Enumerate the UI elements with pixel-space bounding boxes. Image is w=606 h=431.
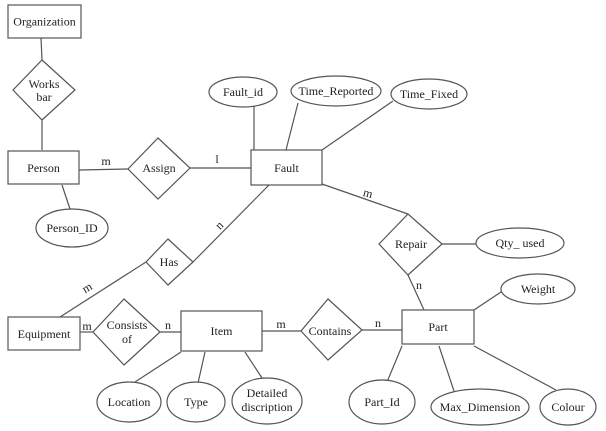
entity-part[interactable]: Part [401,309,475,345]
cardinality-has-equipment: m [79,279,95,296]
edge-item-type [197,351,206,384]
relationship-label-line2: bar [36,90,51,104]
attribute-time-reported[interactable]: Time_Reported [290,75,382,107]
attribute-label-line2: discription [241,400,292,414]
entity-item[interactable]: Item [180,310,263,352]
cardinality-repair-part: n [416,278,422,292]
attribute-label: Weight [521,282,556,296]
entity-label: Part [428,320,448,334]
relationship-label: Assign [142,161,175,175]
cardinality-equipment-consists: m [82,319,92,333]
relationship-label: Has [160,255,179,269]
relationship-contains[interactable]: Contains [300,298,363,361]
attribute-label: Fault_id [223,85,263,99]
edge-has-equipment [59,261,147,318]
edge-item-location [134,351,182,383]
edge-fault-has [192,184,270,263]
edge-fault-timefixed [321,100,394,151]
edge-person-personid [61,184,71,210]
relationship-label-line1: Consists [107,318,148,332]
attribute-colour[interactable]: Colour [539,388,597,426]
edge-person-assign [78,168,129,171]
edge-part-maxdimension [438,345,455,392]
attribute-person-id[interactable]: Person_ID [35,208,109,248]
attribute-location[interactable]: Location [96,381,162,423]
relationship-assign[interactable]: Assign [127,137,191,200]
entity-fault[interactable]: Fault [250,149,323,186]
relationship-label-line1: Works [28,77,59,91]
relationship-has[interactable]: Has [145,238,194,286]
entity-person[interactable]: Person [7,150,80,185]
attribute-time-fixed[interactable]: Time_Fixed [390,78,468,110]
attribute-label: Part_Id [364,395,399,409]
attribute-detailed-description[interactable]: Detailed discription [231,377,303,425]
attribute-label: Time_Fixed [400,87,458,101]
edge-organization-worksbar [40,37,43,61]
entity-organization[interactable]: Organization [7,4,82,39]
entity-equipment[interactable]: Equipment [7,316,81,351]
attribute-label: Time_Reported [299,84,374,98]
attribute-label: Colour [551,400,584,414]
entity-label: Fault [274,161,299,175]
attribute-label: Type [184,395,208,409]
attribute-type[interactable]: Type [166,381,226,423]
attribute-fault-id[interactable]: Fault_id [208,76,278,108]
entity-label: Equipment [18,327,71,341]
edge-part-colour [473,345,557,391]
relationship-label: Repair [395,237,427,251]
edge-fault-repair [321,183,409,215]
attribute-weight[interactable]: Weight [500,273,576,305]
cardinality-fault-repair: m [362,185,375,201]
cardinality-person-assign: m [101,154,111,168]
cardinality-item-contains: m [276,317,286,331]
edge-fault-timereported [285,102,299,151]
edge-part-partid [386,345,403,383]
attribute-label: Qty_ used [496,236,545,250]
attribute-max-dimension[interactable]: Max_Dimension [430,388,530,426]
attribute-label-line1: Detailed [247,386,288,400]
entity-label: Organization [13,15,75,29]
cardinality-consists-item: n [165,318,171,332]
entity-label: Person [27,161,60,175]
edge-part-weight [473,289,505,311]
attribute-label: Location [108,395,151,409]
edges [40,37,557,392]
cardinality-assign-fault: l [215,152,219,166]
attribute-label: Person_ID [46,221,98,235]
relationship-consists-of[interactable]: Consists of [92,298,161,366]
edge-item-description [244,351,263,379]
relationship-label: Contains [309,324,352,338]
entity-label: Item [211,324,234,338]
relationship-repair[interactable]: Repair [378,213,443,276]
relationship-label-line2: of [122,332,132,346]
attribute-label: Max_Dimension [440,400,521,414]
attribute-qty-used[interactable]: Qty_ used [475,227,565,259]
attribute-part-id[interactable]: Part_Id [348,379,416,425]
relationship-works-bar[interactable]: Works bar [12,59,76,121]
edge-repair-part [407,274,425,311]
cardinality-contains-part: n [375,316,381,330]
